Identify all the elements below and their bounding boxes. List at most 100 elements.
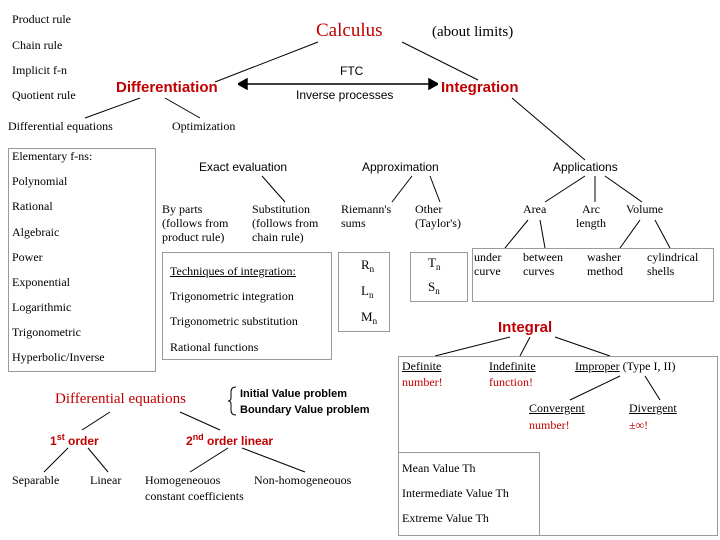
chain-rule-label: Chain rule xyxy=(12,38,63,52)
other-line-2: (Taylor's) xyxy=(415,215,461,230)
link-volume-washer xyxy=(619,219,641,249)
m-letter: M xyxy=(361,309,373,324)
intermediate-value-theorem: Intermediate Value Th xyxy=(402,486,509,500)
link-integral-definite xyxy=(434,336,511,357)
link-approx-riemann xyxy=(391,175,413,203)
differential-equations-link: Differential equations xyxy=(8,119,113,133)
cylindrical-line-2: shells xyxy=(647,263,675,278)
about-limits-note: (about limits) xyxy=(432,24,514,40)
first-order-text: order xyxy=(64,434,99,448)
indefinite-note: function! xyxy=(489,375,533,389)
first-order-node: 1st order xyxy=(50,432,99,449)
substitution-line-1: Substitution xyxy=(252,202,311,216)
techniques-box xyxy=(162,252,332,360)
link-area-under xyxy=(504,219,529,249)
improper-type: (Type I, II) xyxy=(622,359,676,373)
link-applications-volume xyxy=(604,175,643,203)
washer-method-volume: washer method xyxy=(587,250,623,279)
riemann-l-n: Ln xyxy=(361,283,374,300)
elementary-item-algebraic: Algebraic xyxy=(12,225,60,239)
initial-value-problem: Initial Value problem xyxy=(240,388,347,400)
link-area-between xyxy=(539,219,546,249)
optimization-node: Optimization xyxy=(172,119,236,133)
link-volume-cylindrical xyxy=(654,219,671,249)
link-second-homogeneous xyxy=(189,447,229,473)
elementary-functions-title: Elementary f-ns: xyxy=(12,149,93,163)
calculus-title: Calculus xyxy=(316,20,383,41)
second-order-text: order linear xyxy=(203,434,274,448)
indefinite-integral: Indefinite xyxy=(489,359,536,373)
differentiation-node: Differentiation xyxy=(116,79,218,96)
cylindrical-shells-volume: cylindrical shells xyxy=(647,250,699,279)
elementary-item-hyperbolic: Hyperbolic/Inverse xyxy=(12,350,105,364)
ftc-double-arrow xyxy=(238,78,438,90)
link-diffeq-first-order xyxy=(81,411,111,431)
divergent-note: ±∞! xyxy=(629,418,649,432)
between-line-2: curves xyxy=(523,263,555,278)
substitution-method: Substitution (follows from chain rule) xyxy=(252,202,319,244)
first-order-suffix: st xyxy=(56,432,65,442)
boundary-value-problem: Boundary Value problem xyxy=(240,404,370,416)
elementary-functions-box xyxy=(8,148,156,372)
brace-icon xyxy=(228,386,237,416)
link-integral-improper xyxy=(554,336,611,357)
elementary-item-power: Power xyxy=(12,250,43,264)
link-approx-other xyxy=(429,175,441,203)
other-taylor-method: Other (Taylor's) xyxy=(415,202,461,231)
other-line-1: Other xyxy=(415,202,443,216)
substitution-line-2: (follows from xyxy=(252,215,319,230)
cylindrical-line-1: cylindrical xyxy=(647,250,699,264)
exact-evaluation-node: Exact evaluation xyxy=(199,160,288,174)
ftc-label: FTC xyxy=(340,64,364,78)
convergent-node: Convergent xyxy=(529,401,585,415)
l-letter: L xyxy=(361,283,369,298)
by-parts-line-2: (follows from xyxy=(162,215,229,230)
s-subscript: n xyxy=(435,286,440,296)
elementary-item-trigonometric: Trigonometric xyxy=(12,325,81,339)
t-subscript: n xyxy=(435,262,441,272)
between-line-1: between xyxy=(523,250,563,264)
t-letter: T xyxy=(428,255,436,270)
by-parts-line-3: product rule) xyxy=(162,229,225,244)
applications-box xyxy=(472,248,714,302)
riemann-sums-box xyxy=(338,252,390,332)
under-line-1: under xyxy=(474,250,502,264)
definite-note: number! xyxy=(402,375,443,389)
differential-equations-node: Differential equations xyxy=(55,391,186,407)
arc-length-application: Arc length xyxy=(576,202,606,231)
link-differentiation-diffeq xyxy=(84,97,141,119)
link-integral-indefinite xyxy=(519,336,531,357)
theorems-box xyxy=(398,452,540,536)
link-first-linear xyxy=(87,447,109,473)
product-rule-label: Product rule xyxy=(12,12,71,26)
second-order-node: 2nd order linear xyxy=(186,432,273,449)
between-curves-area: between curves xyxy=(523,250,563,279)
technique-trig-substitution: Trigonometric substitution xyxy=(170,314,298,328)
quotient-rule-label: Quotient rule xyxy=(12,88,76,102)
under-line-2: curve xyxy=(474,263,501,278)
integral-box xyxy=(398,356,718,536)
trapezoid-t-n: Tn xyxy=(428,255,441,272)
link-first-separable xyxy=(43,447,69,473)
washer-line-1: washer xyxy=(587,250,621,264)
link-improper-convergent xyxy=(569,375,621,401)
m-subscript: n xyxy=(372,316,378,326)
implicit-fn-label: Implicit f-n xyxy=(12,63,67,77)
by-parts-line-1: By parts xyxy=(162,202,203,216)
link-exact-substitution xyxy=(261,175,286,203)
integral-node: Integral xyxy=(498,319,553,336)
arc-line-1: Arc xyxy=(582,202,600,216)
homogeneous-node: Homogeneouos xyxy=(145,473,221,487)
technique-trig-integration: Trigonometric integration xyxy=(170,289,294,303)
link-integration-applications xyxy=(511,97,586,161)
techniques-title: Techniques of integration: xyxy=(170,264,296,278)
washer-line-2: method xyxy=(587,263,623,278)
under-curve-area: under curve xyxy=(474,250,502,279)
link-improper-divergent xyxy=(644,375,661,401)
improper-label: Improper xyxy=(575,359,620,373)
linear-node: Linear xyxy=(90,473,122,487)
arc-line-2: length xyxy=(576,215,606,230)
l-subscript: n xyxy=(368,290,374,300)
riemann-sums-method: Riemann's sums xyxy=(341,202,391,231)
